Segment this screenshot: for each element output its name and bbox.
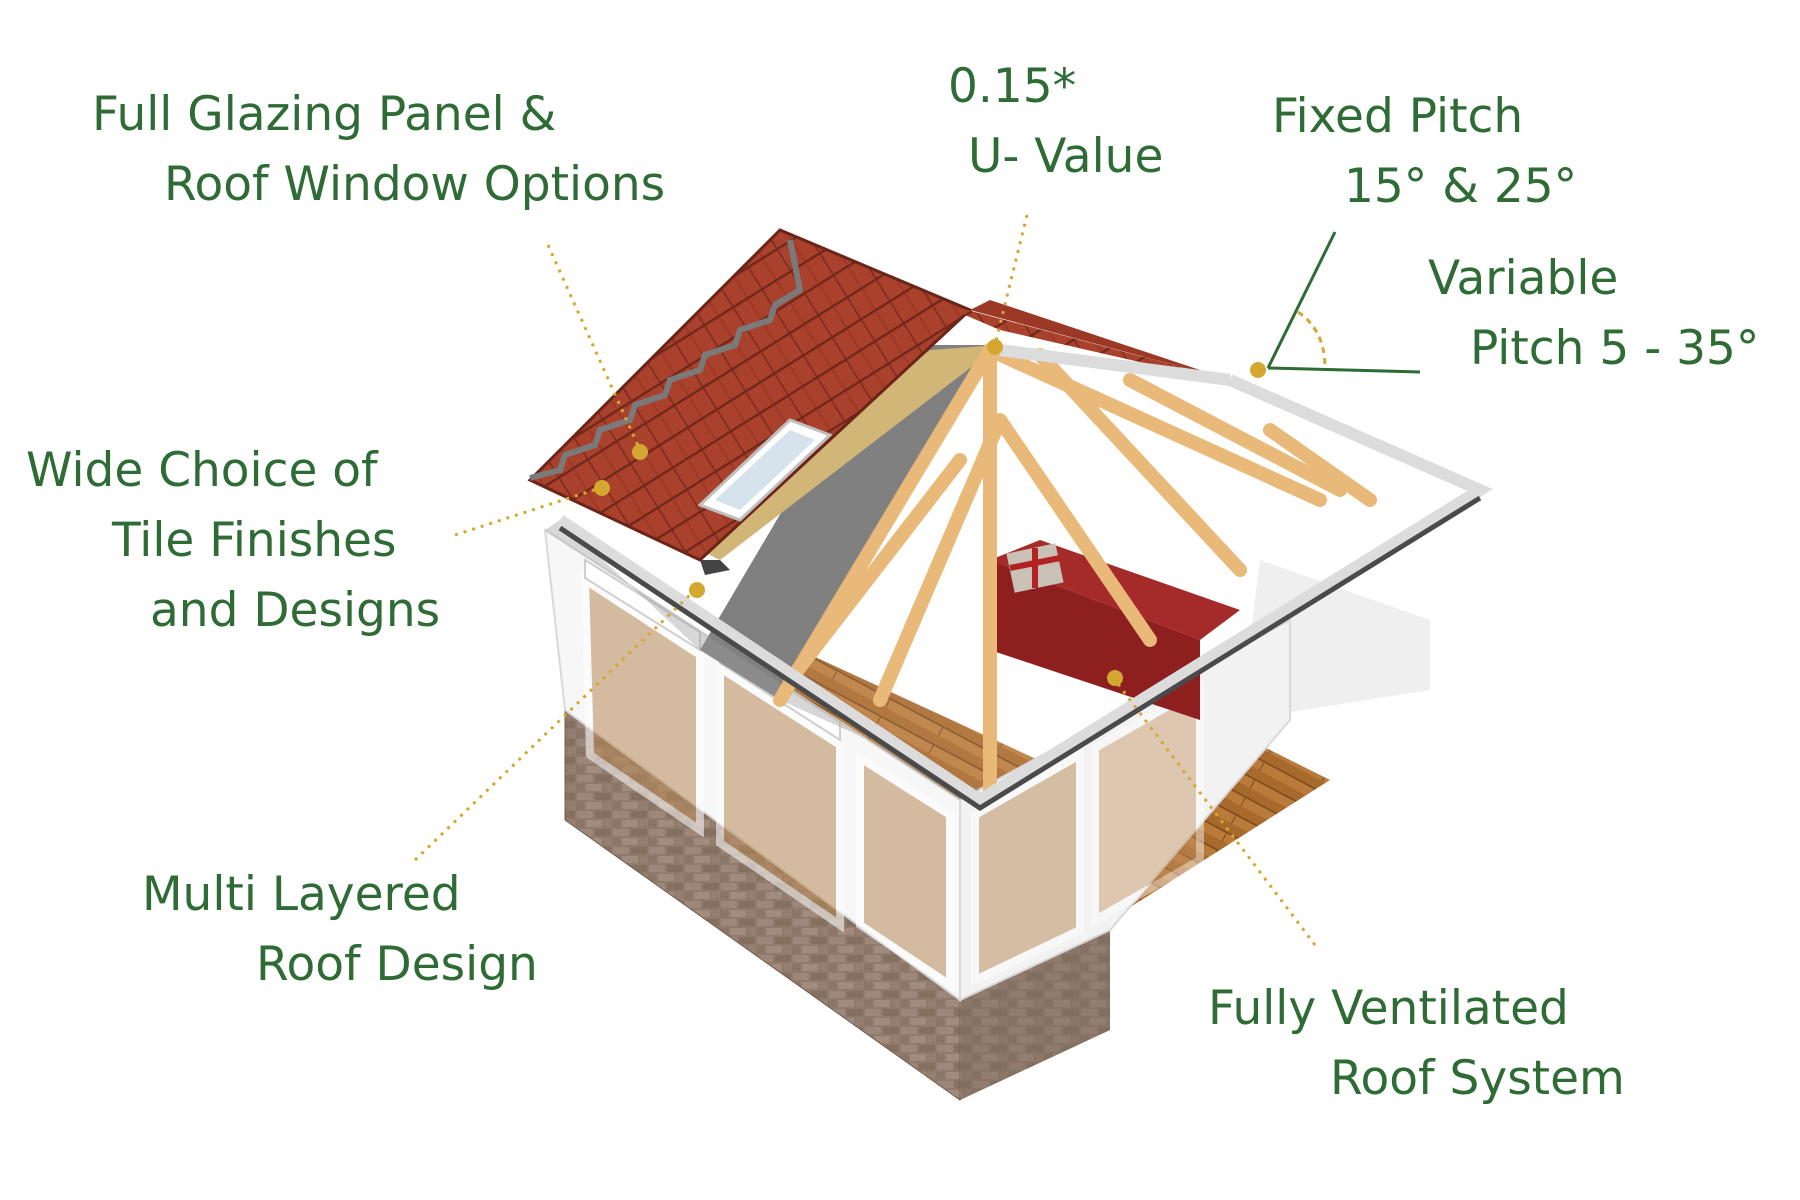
callout-fixed-pitch-line2: 15° & 25°: [1344, 159, 1578, 214]
callout-uvalue-line1: 0.15*: [948, 59, 1077, 114]
angle-icon: [1266, 231, 1421, 374]
callout-layered: Multi Layered Roof Design: [142, 860, 538, 1000]
leader-lines: [413, 214, 1317, 946]
dot-uvalue: [987, 339, 1003, 355]
dot-layered: [689, 582, 705, 598]
leader-ventilated: [1113, 679, 1317, 946]
callout-uvalue: 0.15* U- Value: [948, 52, 1163, 192]
leader-dots: [594, 339, 1266, 686]
roof-gutter: [558, 495, 1482, 811]
leader-tile: [454, 486, 601, 537]
callout-glazing: Full Glazing Panel & Roof Window Options: [92, 80, 665, 220]
callout-ventilated: Fully Ventilated Roof System: [1208, 974, 1625, 1114]
callout-glazing-line2: Roof Window Options: [164, 157, 666, 212]
leader-layered: [413, 588, 697, 862]
callout-tile-line3: and Designs: [150, 583, 441, 638]
dot-ventilated: [1107, 670, 1123, 686]
callout-glazing-line1: Full Glazing Panel &: [92, 87, 557, 142]
roof-rafters: [773, 343, 1377, 797]
callout-tile: Wide Choice of Tile Finishes and Designs: [26, 436, 440, 646]
callout-fixed-pitch: Fixed Pitch 15° & 25°: [1272, 82, 1577, 222]
roof-window: [697, 418, 833, 522]
front-left-wall: [543, 528, 961, 1002]
callout-variable-pitch-line1: Variable: [1428, 251, 1619, 306]
callout-ventilated-line1: Fully Ventilated: [1208, 981, 1569, 1036]
tiled-roof: [527, 228, 1240, 575]
front-right-wall: [959, 618, 1291, 1002]
dot-glazing: [632, 444, 648, 460]
leader-glazing: [546, 244, 642, 451]
callout-fixed-pitch-line1: Fixed Pitch: [1272, 89, 1524, 144]
callout-ventilated-line2: Roof System: [1330, 1051, 1625, 1106]
callout-uvalue-line2: U- Value: [968, 129, 1164, 184]
callout-layered-line1: Multi Layered: [142, 867, 461, 922]
dot-pitch: [1250, 362, 1266, 378]
callout-tile-line2: Tile Finishes: [112, 513, 397, 568]
callout-tile-line1: Wide Choice of: [26, 443, 378, 498]
callout-variable-pitch: Variable Pitch 5 - 35°: [1428, 244, 1759, 384]
dot-tile: [594, 480, 610, 496]
callout-variable-pitch-line2: Pitch 5 - 35°: [1470, 321, 1760, 376]
roof-frame: [556, 344, 1493, 808]
callout-layered-line2: Roof Design: [256, 937, 538, 992]
